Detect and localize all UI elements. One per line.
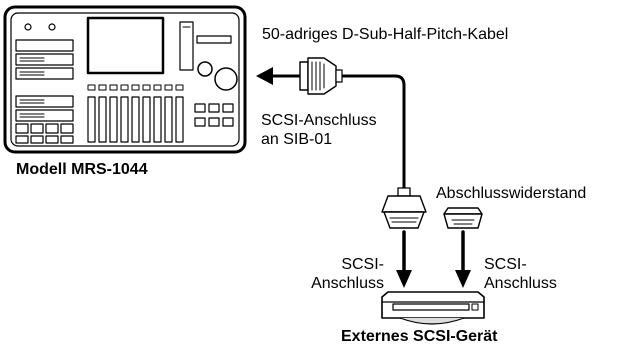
connector-right-line-1: SCSI-: [484, 256, 527, 273]
recorder-device-illustration: [3, 5, 247, 154]
cable-caption: 50-adriges D-Sub-Half-Pitch-Kabel: [262, 26, 509, 43]
arrow-to-recorder-icon: [256, 67, 273, 85]
port-caption: SCSI-Anschluss an SIB-01: [261, 111, 377, 149]
down-arrow-right-icon: [455, 270, 471, 288]
connector-left-caption: SCSI- Anschluss: [311, 255, 384, 293]
external-device-caption: Externes SCSI-Gerät: [341, 328, 498, 345]
down-arrow-left-icon: [396, 270, 412, 288]
port-caption-line-1: SCSI-Anschluss: [261, 112, 377, 129]
device-caption: Modell MRS-1044: [16, 161, 148, 178]
external-scsi-device-illustration: [381, 291, 485, 325]
connector-left-line-2: Anschluss: [311, 275, 384, 293]
terminator-caption: Abschlusswiderstand: [436, 185, 587, 202]
connector-right-caption: SCSI- Anschluss: [484, 255, 557, 293]
half-pitch-connector-icon: [299, 57, 343, 95]
connector-right-line-2: Anschluss: [484, 275, 557, 293]
scsi-plug-icon: [381, 187, 427, 229]
connector-left-line-1: SCSI-: [341, 256, 384, 273]
terminator-plug-icon: [443, 207, 483, 229]
cable-line: [269, 74, 406, 190]
port-caption-line-2: an SIB-01: [261, 131, 333, 149]
